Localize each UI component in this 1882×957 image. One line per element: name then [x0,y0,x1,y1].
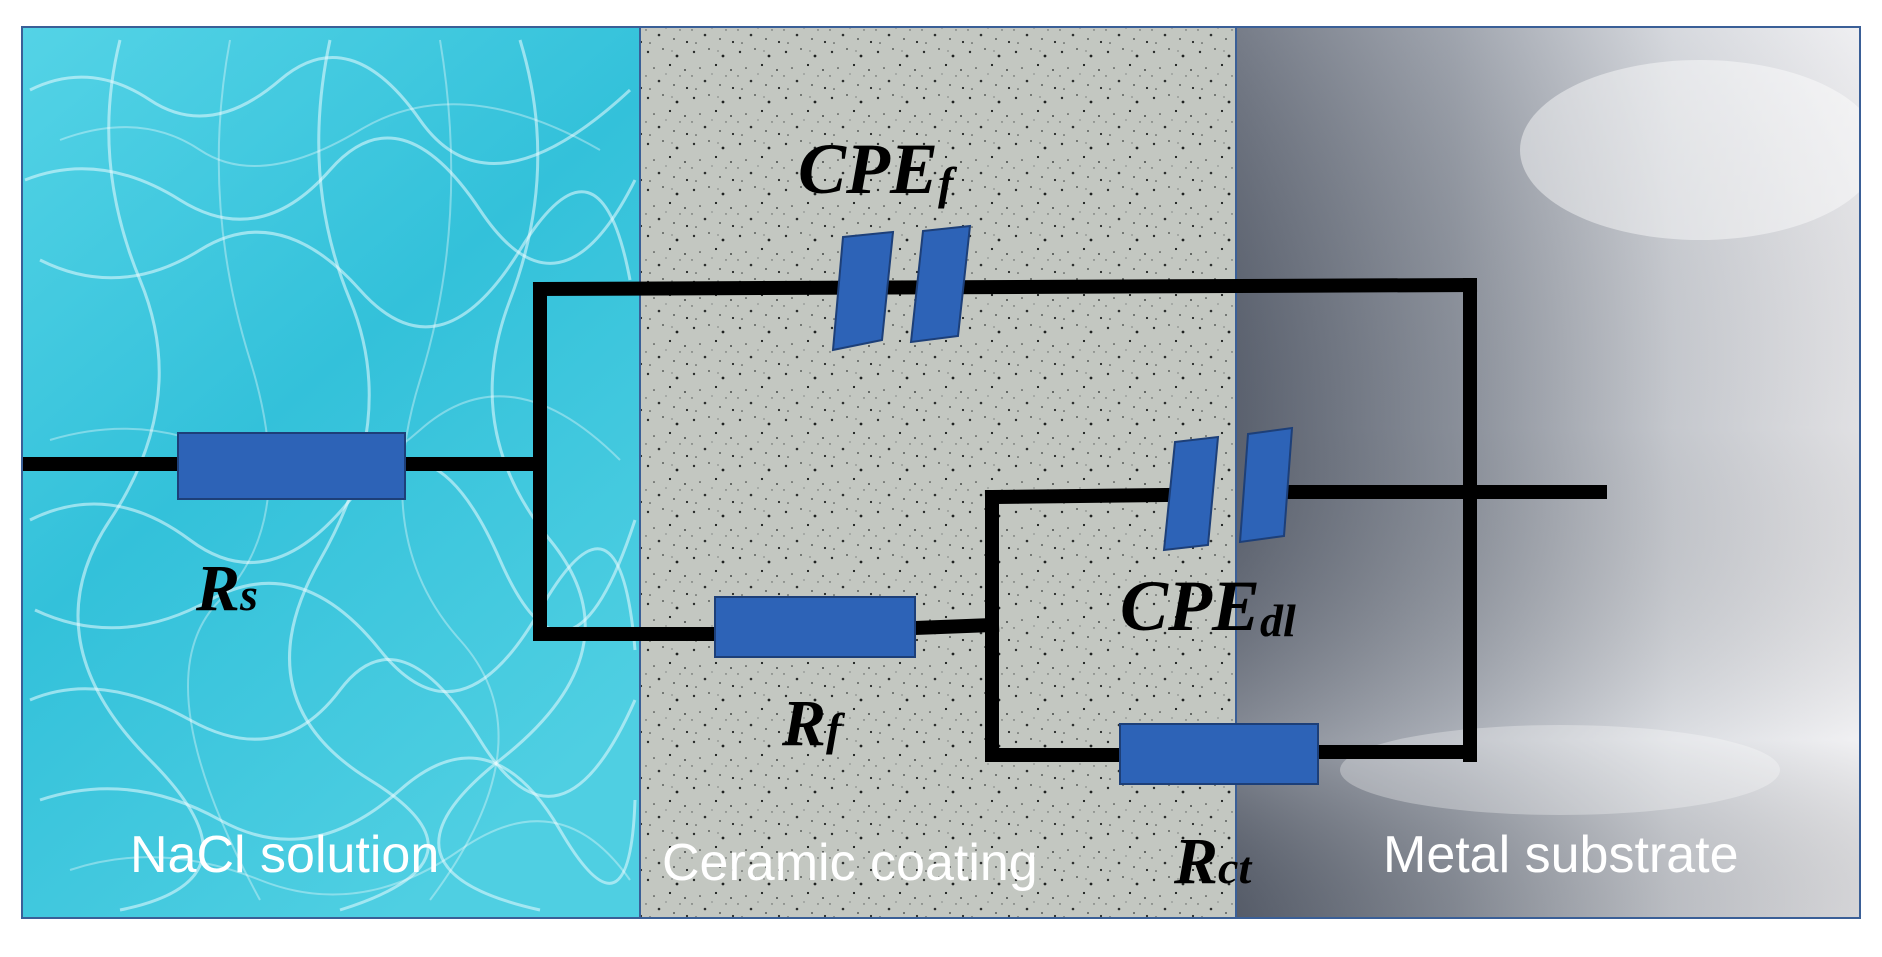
cpef-plate-right [909,224,972,344]
resistor-rf [714,596,916,658]
component-cpef [831,224,972,352]
cpedl-plate-left [1162,435,1220,552]
cpedl-left-wire [984,487,1178,505]
cpef-plate-left [831,230,895,352]
metal-substrate-region [1236,27,1880,918]
component-cpedl [1162,426,1294,552]
label-cpedl: CPEdl [1120,566,1296,646]
rf-right-wire [907,617,1000,636]
water-caustics-texture [24,39,637,912]
top-branch-wire [532,277,1478,297]
cpedl-plate-right [1238,426,1294,544]
label-rct: Rct [1173,825,1252,898]
region-label-coating: Ceramic coating [662,834,1038,892]
component-rct [1119,723,1319,785]
circuit-wires [23,277,1607,762]
component-rs [177,432,406,500]
region-label-substrate: Metal substrate [1383,826,1739,884]
label-rf: Rf [781,687,846,760]
resistor-rct [1119,723,1319,785]
label-rs: Rs [195,552,258,625]
region-label-solution: NaCl solution [130,826,439,884]
resistor-rs [177,432,406,500]
component-rf [714,596,916,658]
label-cpef: CPEf [798,129,958,209]
